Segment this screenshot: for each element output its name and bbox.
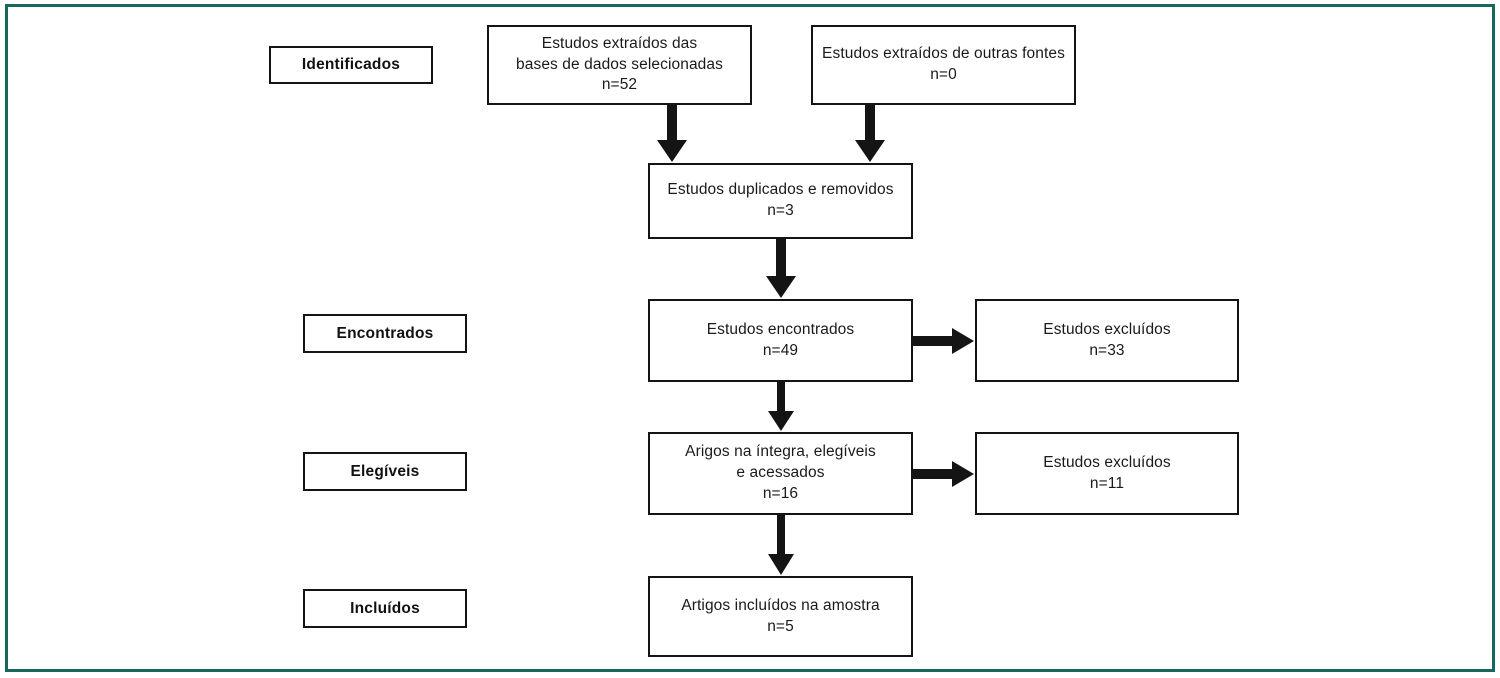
arrow-screened-to-eligible bbox=[763, 381, 799, 433]
node-studies-included-text: Artigos incluídos na amostra n=5 bbox=[681, 596, 880, 635]
arrow-screened-to-excluded bbox=[912, 325, 976, 357]
arrow-eligible-to-excluded bbox=[912, 458, 976, 490]
node-full-text-eligible-text: Arigos na íntegra, elegíveis e acessados… bbox=[685, 443, 876, 502]
stage-label-text: Elegíveis bbox=[350, 462, 420, 480]
arrow-eligible-to-included bbox=[763, 514, 799, 577]
stage-label-text: Identificados bbox=[301, 56, 401, 73]
arrow-databases-to-duplicates bbox=[654, 104, 690, 164]
node-excluded-screening-text: Estudos excluídos n=33 bbox=[1043, 320, 1171, 359]
node-studies-screened-text: Estudos encontrados n=49 bbox=[706, 320, 855, 359]
node-other-sources-text: Estudos extraídos de outras fontes n=0 bbox=[822, 45, 1065, 83]
node-other-sources: Estudos extraídos de outras fontes n=0 bbox=[811, 25, 1076, 105]
arrow-duplicates-to-screened bbox=[763, 238, 799, 300]
arrow-other-sources-to-duplicates bbox=[852, 104, 888, 164]
node-studies-screened: Estudos encontrados n=49 bbox=[648, 299, 913, 382]
node-excluded-eligibility: Estudos excluídos n=11 bbox=[975, 432, 1239, 515]
stage-label-text: Encontrados bbox=[336, 324, 434, 342]
node-excluded-screening: Estudos excluídos n=33 bbox=[975, 299, 1239, 382]
node-excluded-eligibility-text: Estudos excluídos n=11 bbox=[1043, 453, 1171, 492]
stage-label-encontrados: Encontrados bbox=[303, 314, 467, 353]
node-duplicates-removed-text: Estudos duplicados e removidos n=3 bbox=[667, 181, 894, 219]
stage-label-text: Incluídos bbox=[350, 599, 420, 617]
stage-label-incluidos: Incluídos bbox=[303, 589, 467, 628]
stage-label-elegiveis: Elegíveis bbox=[303, 452, 467, 491]
node-databases-text: Estudos extraídos das bases de dados sel… bbox=[516, 34, 723, 94]
node-full-text-eligible: Arigos na íntegra, elegíveis e acessados… bbox=[648, 432, 913, 515]
node-databases: Estudos extraídos das bases de dados sel… bbox=[487, 25, 752, 105]
node-duplicates-removed: Estudos duplicados e removidos n=3 bbox=[648, 163, 913, 239]
stage-label-identificados: Identificados bbox=[269, 46, 433, 84]
node-studies-included: Artigos incluídos na amostra n=5 bbox=[648, 576, 913, 657]
